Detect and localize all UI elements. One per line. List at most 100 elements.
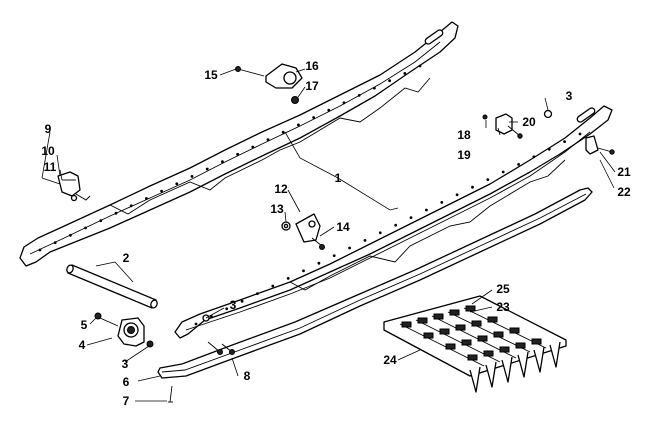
wear-strip (157, 187, 593, 379)
rail-mount-hole (236, 152, 240, 156)
track-lug (465, 305, 476, 312)
rail-mount-hole (281, 130, 285, 134)
track-lug (401, 321, 412, 328)
rail-mount-hole (327, 108, 331, 112)
callout-10: 10 (41, 144, 55, 158)
rail-mount-hole (38, 248, 42, 252)
callout-8: 8 (244, 369, 251, 383)
rail-mount-hole (455, 193, 459, 197)
track-lug (499, 346, 510, 353)
track-lugs (401, 305, 542, 361)
track-lug (417, 317, 428, 324)
rail-mount-hole (357, 94, 361, 97)
right-rail-holes (194, 132, 582, 326)
track-lug (509, 327, 520, 334)
callout-16: 16 (305, 59, 319, 73)
rail-mount-hole (145, 197, 148, 200)
callout-22: 22 (617, 185, 631, 199)
track-lug (493, 331, 504, 338)
nut-3 (543, 109, 553, 119)
rail-mount-hole (332, 254, 336, 257)
rail-mount-hole (129, 204, 133, 208)
rail-mount-hole (240, 299, 244, 303)
track-lug (445, 343, 456, 350)
rail-mount-hole (190, 175, 194, 178)
track-lug (467, 354, 478, 361)
rail-mount-hole (532, 155, 536, 159)
callout-12: 12 (274, 182, 288, 196)
cross-shaft (66, 264, 158, 309)
leader-lines (41, 68, 616, 402)
callout-18: 18 (457, 128, 471, 142)
rail-mount-hole (547, 147, 551, 151)
callout-17: 17 (305, 79, 319, 93)
track-tooth (469, 366, 481, 393)
callout-14: 14 (336, 220, 350, 234)
track-lug (477, 335, 488, 342)
rail-mount-hole (84, 226, 87, 230)
track-lug (471, 320, 482, 327)
rail-mount-hole (221, 160, 224, 164)
track-lug (449, 309, 460, 316)
callout-21: 21 (617, 165, 631, 179)
bumper-block (117, 317, 145, 347)
rail-mount-hole (342, 101, 346, 105)
callout-2: 2 (123, 251, 130, 265)
callout-13: 13 (270, 202, 284, 216)
rail-mount-hole (563, 140, 566, 144)
rail-mount-hole (312, 116, 315, 119)
rail-mount-hole (348, 246, 351, 250)
rail-mount-hole (302, 269, 305, 273)
suspension-bracket-middle (281, 213, 325, 250)
track-clip-section (383, 295, 567, 393)
callout-3: 3 (122, 357, 129, 371)
track-tooth (501, 356, 513, 383)
track-lug (461, 339, 472, 346)
rail-mount-hole (378, 231, 382, 235)
callout-11: 11 (44, 160, 57, 174)
track-tooth (533, 346, 545, 373)
rail-mount-hole (425, 208, 428, 212)
track-tooth (549, 341, 561, 368)
callout-labels: 1 2 3 3 3 4 5 6 7 8 9 10 11 12 13 14 15 … (41, 59, 631, 408)
rail-mount-hole (394, 223, 398, 227)
callout-3: 3 (230, 298, 237, 312)
callout-15: 15 (204, 68, 218, 82)
track-lug (483, 350, 494, 357)
rivet-7 (168, 385, 173, 403)
nut-3 (146, 340, 154, 348)
callout-20: 20 (522, 115, 536, 129)
rail-mount-hole (114, 211, 118, 215)
callout-7: 7 (123, 394, 130, 408)
callout-19: 19 (457, 148, 471, 162)
callout-25: 25 (496, 282, 510, 296)
bolts-8 (207, 341, 235, 355)
rail-mount-hole (373, 86, 376, 90)
rail-mount-hole (409, 216, 413, 220)
left-rail-holes (38, 64, 422, 252)
callout-24: 24 (383, 353, 397, 367)
rail-mount-hole (225, 307, 229, 311)
callout-5: 5 (81, 318, 88, 332)
track-lug (487, 316, 498, 323)
rail-mount-hole (175, 182, 179, 186)
rail-mount-hole (297, 123, 300, 127)
rail-mount-hole (99, 219, 103, 223)
rail-mount-hole (53, 241, 57, 245)
callout-4: 4 (79, 338, 86, 352)
bolt-5 (94, 312, 119, 327)
rail-mount-hole (418, 64, 422, 68)
rail-mount-hole (471, 185, 474, 189)
rail-mount-hole (160, 189, 164, 193)
rail-mount-hole (286, 277, 290, 280)
rail-mount-hole (403, 72, 407, 75)
rail-mount-hole (363, 239, 367, 242)
rail-mount-hole (578, 132, 582, 136)
track-lug (531, 338, 542, 345)
callout-6: 6 (123, 375, 130, 389)
rail-mount-hole (517, 163, 520, 166)
rail-mount-hole (256, 292, 259, 295)
rail-mount-hole (251, 145, 255, 149)
